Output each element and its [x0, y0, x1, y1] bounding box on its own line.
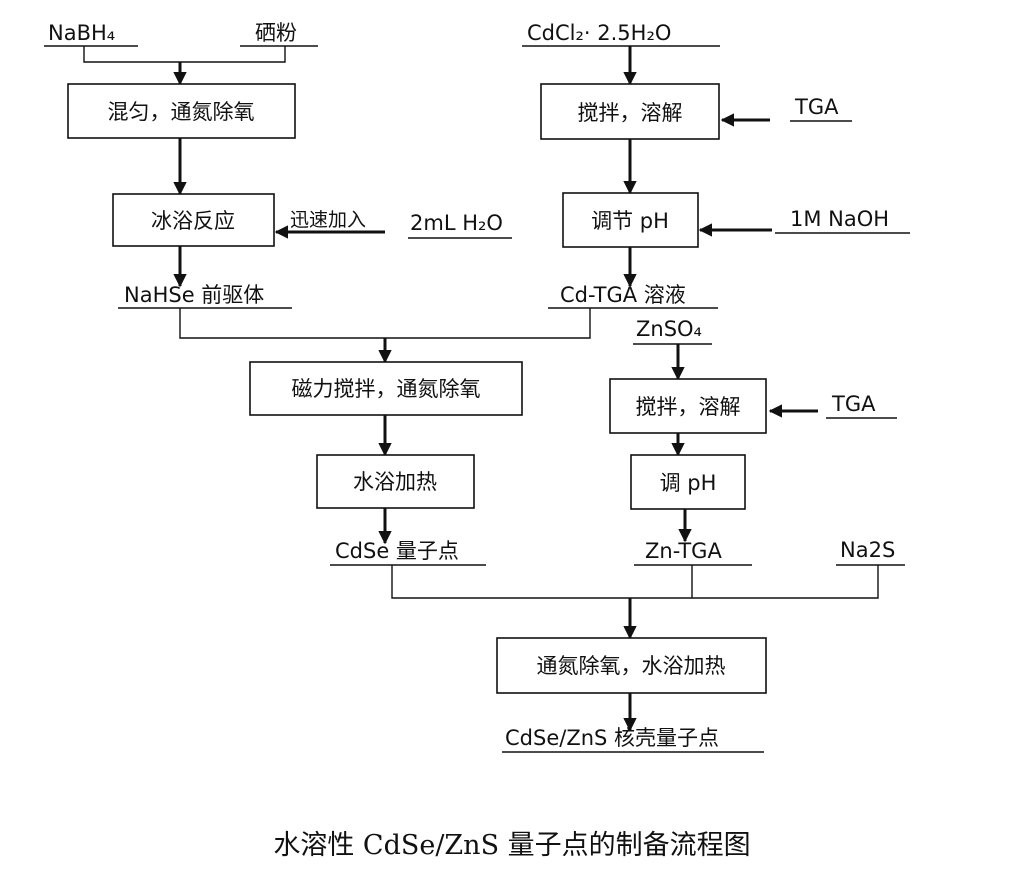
input-tga-2: TGA	[831, 392, 876, 416]
step-ice-bath-label: 冰浴反应	[151, 209, 235, 233]
input-tga-1: TGA	[794, 95, 839, 119]
intermediate-cdse-qd: CdSe 量子点	[335, 539, 459, 563]
step-water-bath-heat-label: 水浴加热	[353, 470, 437, 494]
step-box-mix-purge	[67, 83, 296, 139]
input-selenium-powder: 硒粉	[255, 21, 297, 45]
input-znso4: ZnSO₄	[636, 317, 702, 341]
input-nabh4: NaBH₄	[48, 21, 115, 45]
flowchart-diagram: NaBH₄ 硒粉 混匀，通氮除氧 冰浴反应 迅速加入 2mL H₂O NaHSe…	[44, 21, 910, 753]
step-box-adjust-ph-2	[630, 454, 746, 510]
intermediate-cd-tga: Cd-TGA 溶液	[560, 283, 686, 307]
intermediate-zn-tga: Zn-TGA	[645, 539, 722, 563]
intermediate-nahse: NaHSe 前驱体	[124, 283, 264, 307]
step-stir-dissolve-2-label: 搅拌，溶解	[636, 395, 741, 419]
annotation-rapid-add: 迅速加入	[290, 209, 366, 231]
input-na2s: Na2S	[840, 538, 895, 562]
step-box-final-purge-heat	[496, 637, 767, 694]
merge-connector	[83, 46, 286, 63]
merge-connector	[179, 308, 591, 339]
product-core-shell-qd: CdSe/ZnS 核壳量子点	[505, 726, 719, 750]
step-magnetic-stir-label: 磁力搅拌，通氮除氧	[292, 377, 481, 401]
step-box-stir-dissolve-2	[609, 378, 767, 434]
input-cdcl2: CdCl₂· 2.5H₂O	[527, 21, 671, 45]
step-adjust-ph-2-label: 调 pH	[660, 471, 717, 495]
step-final-purge-heat-label: 通氮除氧，水浴加热	[537, 654, 726, 678]
step-box-magnetic-stir	[249, 361, 523, 416]
step-box-water-bath-heat	[316, 454, 475, 509]
step-box-ice-bath	[112, 193, 275, 247]
input-water: 2mL H₂O	[410, 211, 503, 235]
input-naoh: 1M NaOH	[790, 207, 889, 231]
step-adjust-ph-1-label: 调节 pH	[591, 209, 669, 233]
step-stir-dissolve-1-label: 搅拌，溶解	[578, 101, 683, 125]
merge-connector	[391, 565, 879, 599]
step-mix-purge-label: 混匀，通氮除氧	[108, 100, 255, 124]
figure-caption: 水溶性 CdSe/ZnS 量子点的制备流程图	[273, 830, 751, 861]
